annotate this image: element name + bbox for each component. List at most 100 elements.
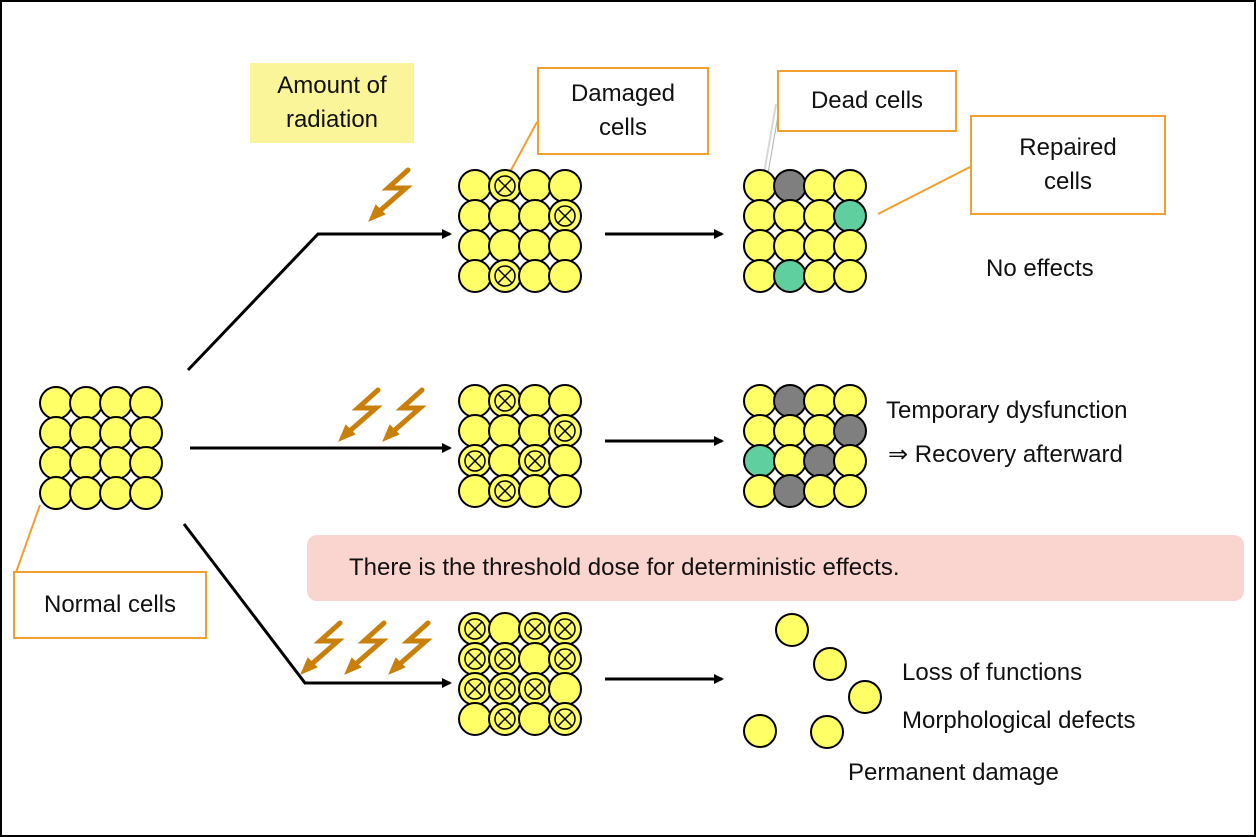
normal-cell bbox=[833, 444, 867, 478]
lost-cell bbox=[810, 715, 844, 749]
normal-cell bbox=[518, 199, 552, 233]
damaged-cell bbox=[488, 384, 522, 418]
normal-cell bbox=[548, 672, 582, 706]
damage-cross-icon bbox=[524, 618, 546, 640]
damaged-cell bbox=[518, 444, 552, 478]
normal-cell bbox=[129, 416, 163, 450]
damaged-cell bbox=[488, 702, 522, 736]
lost-cell bbox=[775, 613, 809, 647]
normal-cell bbox=[458, 702, 492, 736]
damage-cross-icon bbox=[494, 265, 516, 287]
damaged-cell bbox=[458, 642, 492, 676]
normal-cell bbox=[458, 229, 492, 263]
damaged-cell bbox=[488, 259, 522, 293]
threshold-dose-banner: There is the threshold dose for determin… bbox=[307, 535, 1244, 601]
normal-cell bbox=[548, 444, 582, 478]
damaged-cell bbox=[548, 642, 582, 676]
normal-cell bbox=[833, 474, 867, 508]
normal-cell bbox=[69, 446, 103, 480]
normal-cell bbox=[743, 229, 777, 263]
damaged-cells-callout: Damaged cells bbox=[537, 67, 709, 155]
damage-cross-icon bbox=[494, 648, 516, 670]
normal-cell bbox=[69, 476, 103, 510]
normal-cell bbox=[743, 474, 777, 508]
repaired-cells-callout: Repaired cells bbox=[970, 115, 1166, 215]
damaged-cell bbox=[488, 642, 522, 676]
normal-cell bbox=[458, 414, 492, 448]
repaired-cell bbox=[833, 199, 867, 233]
normal-cell bbox=[803, 474, 837, 508]
lost-cell bbox=[848, 680, 882, 714]
normal-cell bbox=[488, 444, 522, 478]
damaged-cell bbox=[518, 672, 552, 706]
damaged-cells-grid-low bbox=[458, 169, 582, 293]
normal-cell bbox=[458, 474, 492, 508]
dead-cell bbox=[833, 414, 867, 448]
normal-cell bbox=[458, 384, 492, 418]
normal-cell bbox=[548, 384, 582, 418]
normal-cell bbox=[458, 259, 492, 293]
damage-cross-icon bbox=[554, 420, 576, 442]
lost-cell bbox=[813, 647, 847, 681]
lightning-bolt-icon bbox=[368, 167, 413, 222]
amount-of-radiation-label: Amount of radiation bbox=[250, 63, 414, 143]
normal-cell bbox=[803, 259, 837, 293]
normal-cell bbox=[833, 259, 867, 293]
normal-cell bbox=[773, 199, 807, 233]
damaged-cell bbox=[518, 612, 552, 646]
damaged-cell bbox=[548, 414, 582, 448]
normal-cells-callout: Normal cells bbox=[13, 571, 207, 639]
normal-cell bbox=[773, 414, 807, 448]
damage-cross-icon bbox=[554, 648, 576, 670]
morphological-defects-label: Morphological defects bbox=[902, 707, 1136, 734]
damage-cross-icon bbox=[464, 678, 486, 700]
normal-cell bbox=[69, 386, 103, 420]
result-cells-grid-mid bbox=[743, 384, 867, 508]
repaired-cell bbox=[743, 444, 777, 478]
normal-cell bbox=[518, 169, 552, 203]
damaged-cell bbox=[458, 444, 492, 478]
lost-cell bbox=[743, 714, 777, 748]
damaged-cell bbox=[548, 702, 582, 736]
damage-cross-icon bbox=[464, 618, 486, 640]
normal-cell bbox=[39, 476, 73, 510]
normal-cell bbox=[548, 259, 582, 293]
normal-cell bbox=[743, 414, 777, 448]
normal-cell bbox=[99, 386, 133, 420]
lightning-bolt-icon bbox=[388, 620, 433, 675]
cells-layer bbox=[39, 169, 882, 749]
normal-cell bbox=[548, 474, 582, 508]
normal-cell bbox=[129, 446, 163, 480]
normal-cell bbox=[518, 702, 552, 736]
normal-cell bbox=[488, 229, 522, 263]
normal-cell bbox=[99, 446, 133, 480]
damage-cross-icon bbox=[494, 175, 516, 197]
normal-cell bbox=[833, 229, 867, 263]
normal-cell bbox=[129, 386, 163, 420]
normal-cell bbox=[518, 414, 552, 448]
dead-cell bbox=[803, 444, 837, 478]
normal-cell bbox=[69, 416, 103, 450]
normal-cell bbox=[129, 476, 163, 510]
normal-cell bbox=[488, 199, 522, 233]
normal-cells-leader bbox=[13, 504, 41, 579]
result-cells-grid-low bbox=[743, 169, 867, 293]
normal-cell bbox=[39, 446, 73, 480]
dead-cells-callout: Dead cells bbox=[777, 70, 957, 132]
damaged-cell bbox=[488, 474, 522, 508]
dead-cell bbox=[773, 384, 807, 418]
damage-cross-icon bbox=[494, 480, 516, 502]
damage-cross-icon bbox=[494, 678, 516, 700]
damage-cross-icon bbox=[554, 618, 576, 640]
normal-cell bbox=[803, 229, 837, 263]
normal-cell bbox=[803, 169, 837, 203]
damage-cross-icon bbox=[464, 648, 486, 670]
normal-cell bbox=[99, 416, 133, 450]
normal-cell bbox=[518, 384, 552, 418]
normal-cell bbox=[803, 414, 837, 448]
lightning-layer bbox=[300, 167, 433, 675]
dead-cell bbox=[773, 169, 807, 203]
normal-cell bbox=[833, 384, 867, 418]
